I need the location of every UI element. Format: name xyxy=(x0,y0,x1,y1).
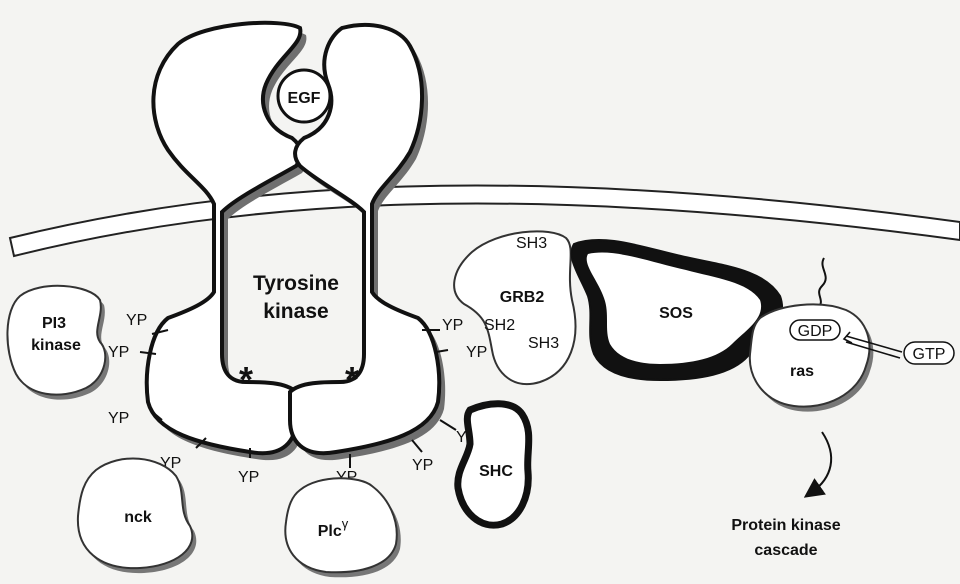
cascade-label-line1: Protein kinase xyxy=(731,517,840,534)
pi3-kinase: PI3 kinase xyxy=(7,286,109,400)
kinase-site-mark-left: * xyxy=(239,359,253,400)
grb2-sh3-top: SH3 xyxy=(516,235,547,252)
egf-label: EGF xyxy=(288,90,321,107)
ras-label: ras xyxy=(790,363,814,380)
pi3-label-line1: PI3 xyxy=(42,315,66,332)
grb2-adaptor: SH3 GRB2 SH2 SH3 xyxy=(454,231,575,384)
plc-gamma-protein: Plcγ xyxy=(285,478,400,577)
plc-label-base: Plc xyxy=(318,523,342,540)
ras-membrane-anchor xyxy=(818,258,826,308)
shc-protein: SHC xyxy=(458,404,529,525)
gdp-label: GDP xyxy=(798,323,833,340)
gtp-label: GTP xyxy=(913,346,946,363)
shc-label: SHC xyxy=(479,463,513,480)
grb2-sh2: SH2 xyxy=(484,317,515,334)
nck-label: nck xyxy=(124,509,152,526)
yp-left-5: YP xyxy=(238,469,259,486)
nck-protein: nck xyxy=(78,459,196,574)
receptor-label-line1: Tyrosine xyxy=(253,272,339,295)
sos-label: SOS xyxy=(659,305,693,322)
grb2-sh3-bottom: SH3 xyxy=(528,335,559,352)
yp-left-2: YP xyxy=(108,344,129,361)
grb2-name: GRB2 xyxy=(500,289,545,306)
yp-right-4: YP xyxy=(412,457,433,474)
cascade-label-line2: cascade xyxy=(754,542,817,559)
egf-ligand: EGF xyxy=(278,70,330,122)
cascade-arrow xyxy=(812,432,831,492)
plc-label-sup: γ xyxy=(342,516,349,531)
yp-right-2: YP xyxy=(466,344,487,361)
receptor-label-line2: kinase xyxy=(263,300,328,323)
kinase-site-mark-right: * xyxy=(345,359,359,400)
ras-protein: GDP ras xyxy=(750,258,874,412)
pi3-label-line2: kinase xyxy=(31,337,81,354)
yp-left-3: YP xyxy=(108,410,129,427)
yp-right-1: YP xyxy=(442,317,463,334)
yp-left-1: YP xyxy=(126,312,147,329)
